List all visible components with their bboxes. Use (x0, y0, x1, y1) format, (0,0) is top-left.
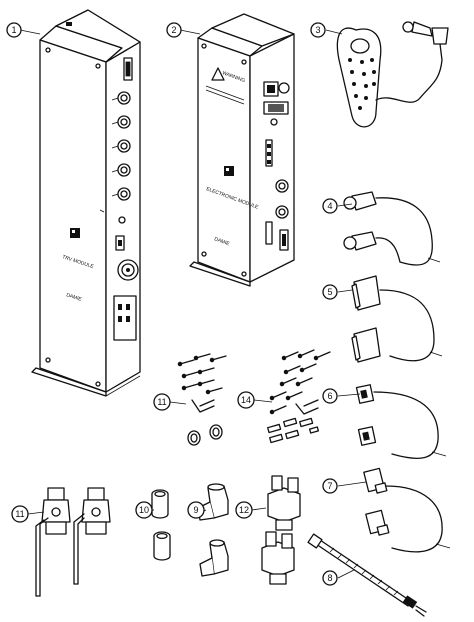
callout-10: 10 (135, 501, 153, 519)
ball-valve-left (35, 487, 71, 597)
screw-set (177, 353, 227, 446)
couplings (151, 489, 171, 561)
svg-text:12: 12 (239, 505, 249, 515)
callout-6: 6 (322, 388, 338, 404)
svg-text:1: 1 (11, 25, 16, 35)
callout-14: 14 (237, 391, 255, 409)
leader-lines (19, 29, 367, 579)
cable-adapter (363, 467, 451, 553)
filter-valves (261, 475, 301, 585)
svg-text:9: 9 (193, 505, 198, 515)
svg-text:5: 5 (327, 287, 332, 297)
callout-5: 5 (322, 284, 338, 300)
callout-12: 12 (235, 501, 253, 519)
ball-valve-right (73, 487, 111, 585)
trv-module: TRV MODULE DAMIE (31, 9, 141, 397)
cable-flat-connectors (355, 384, 447, 460)
callouts: 1 2 3 4 5 6 7 8 9 10 11 11 12 14 (6, 22, 338, 586)
svg-text:8: 8 (327, 573, 332, 583)
heating-rod (307, 533, 427, 617)
svg-text:14: 14 (241, 395, 251, 405)
cable-round-connectors (343, 191, 441, 266)
svg-text:11: 11 (157, 397, 166, 407)
callout-11-screws: 11 (153, 393, 171, 411)
elbows (197, 483, 229, 577)
callout-7: 7 (322, 478, 338, 494)
trv-module-front-face (39, 39, 107, 393)
callout-4: 4 (322, 198, 338, 214)
remote-body (336, 27, 382, 128)
callout-2: 2 (166, 22, 182, 38)
svg-text:6: 6 (327, 391, 332, 401)
electronic-brand-label: DAMIE (213, 236, 231, 247)
callout-11-valves: 11 (11, 505, 29, 523)
callout-8: 8 (322, 570, 338, 586)
electronic-side-components (263, 81, 290, 251)
svg-text:10: 10 (139, 505, 149, 515)
callout-1: 1 (6, 22, 22, 38)
cable-dsub (351, 275, 443, 363)
remote-handset (336, 21, 449, 128)
svg-text:7: 7 (327, 481, 332, 491)
electronic-module: WARNING ELECTRONIC MODULE DAMIE (189, 13, 295, 287)
callout-9: 9 (187, 501, 205, 519)
svg-text:3: 3 (315, 25, 320, 35)
callout-3: 3 (310, 22, 326, 38)
ball-valves (35, 487, 111, 597)
svg-text:4: 4 (327, 201, 332, 211)
svg-text:11: 11 (15, 509, 24, 519)
trv-brand-label: DAMIE (65, 292, 83, 303)
trv-sockets (111, 57, 139, 341)
anchor-set (267, 349, 331, 444)
svg-text:2: 2 (171, 25, 176, 35)
